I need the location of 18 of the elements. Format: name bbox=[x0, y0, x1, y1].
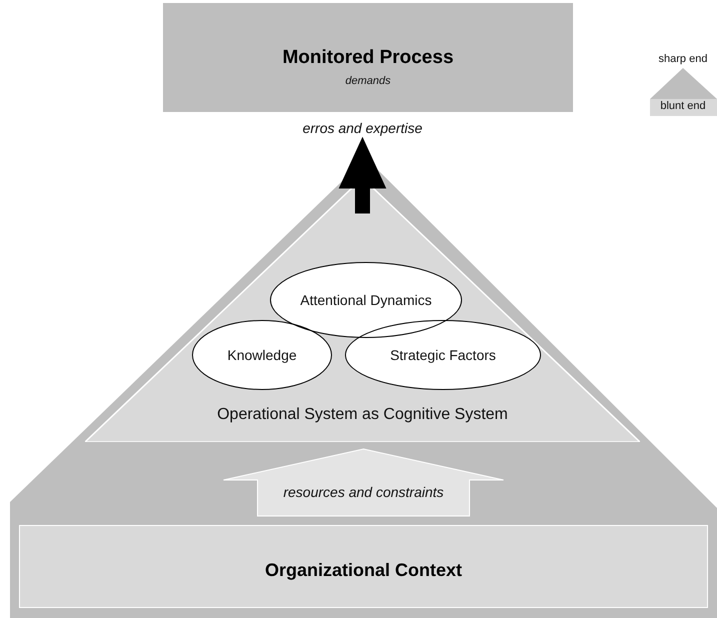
triangle-label: Operational System as Cognitive System bbox=[216, 406, 509, 424]
ellipse-label: Strategic Factors bbox=[390, 347, 496, 363]
ellipse-label: Knowledge bbox=[227, 347, 297, 363]
edge-label: resources and constraints bbox=[283, 484, 444, 500]
key-label: sharp end bbox=[658, 53, 708, 65]
process-note: demands bbox=[345, 75, 391, 87]
ellipse-label: Attentional Dynamics bbox=[300, 292, 432, 308]
ellipse bbox=[192, 320, 332, 390]
block-arrow bbox=[223, 448, 504, 516]
context-box bbox=[19, 525, 708, 608]
context-title: Organizational Context bbox=[264, 560, 462, 581]
ellipse bbox=[345, 320, 541, 390]
key-label: blunt end bbox=[660, 100, 706, 112]
edge-label: erros and expertise bbox=[302, 120, 422, 136]
process-title: Monitored Process bbox=[282, 47, 454, 69]
process-box bbox=[163, 3, 573, 112]
ellipse bbox=[270, 262, 462, 338]
block-arrow bbox=[338, 136, 386, 214]
